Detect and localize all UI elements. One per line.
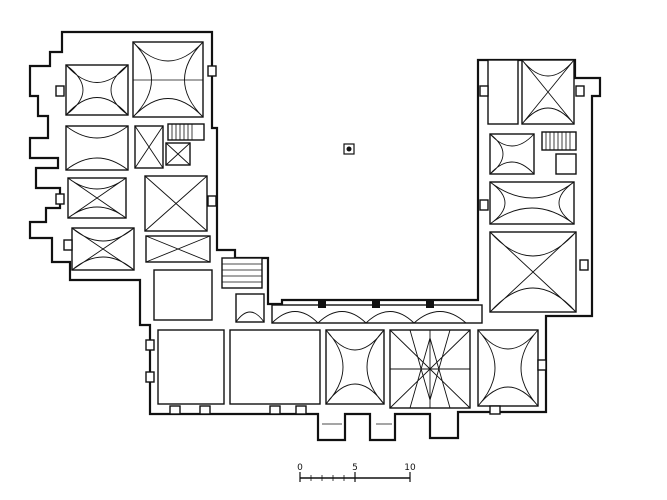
south-arcade (271, 300, 483, 324)
east-wing (487, 59, 577, 313)
vault-w5 (165, 142, 191, 166)
south-wing (157, 300, 539, 425)
vault-s4 (389, 329, 471, 409)
room-s2 (229, 329, 321, 405)
scale-tick-5: 5 (352, 463, 358, 473)
vault-w7 (144, 175, 208, 232)
stair-west (167, 123, 205, 141)
room-e4 (489, 181, 575, 225)
vault-w9 (145, 235, 211, 263)
stair-south-west (221, 257, 265, 323)
room-e1 (487, 59, 519, 125)
compass-marker-icon (343, 143, 355, 155)
scale-bar: 0 5 10 (297, 463, 416, 482)
vault-e5 (489, 231, 577, 313)
room-w10 (153, 269, 213, 321)
vault-w1 (65, 64, 129, 116)
vault-w8 (71, 227, 135, 271)
vault-w3 (65, 125, 129, 171)
room-s5 (477, 329, 539, 407)
vault-w2 (132, 41, 204, 118)
scale-tick-0: 0 (297, 463, 303, 473)
vault-s3 (325, 329, 385, 405)
vault-e4 (489, 181, 575, 225)
room-s1 (157, 329, 225, 405)
room-w3 (65, 125, 129, 171)
room-w2 (132, 41, 204, 118)
vault-e3 (489, 133, 535, 175)
vault-w6 (67, 177, 127, 219)
room-w1 (65, 64, 129, 116)
vault-s5 (477, 329, 539, 407)
window-niches (55, 65, 589, 415)
vault-e2 (521, 59, 575, 125)
scale-tick-10: 10 (404, 463, 416, 473)
stair-east (541, 131, 577, 175)
vault-w4 (134, 125, 164, 169)
